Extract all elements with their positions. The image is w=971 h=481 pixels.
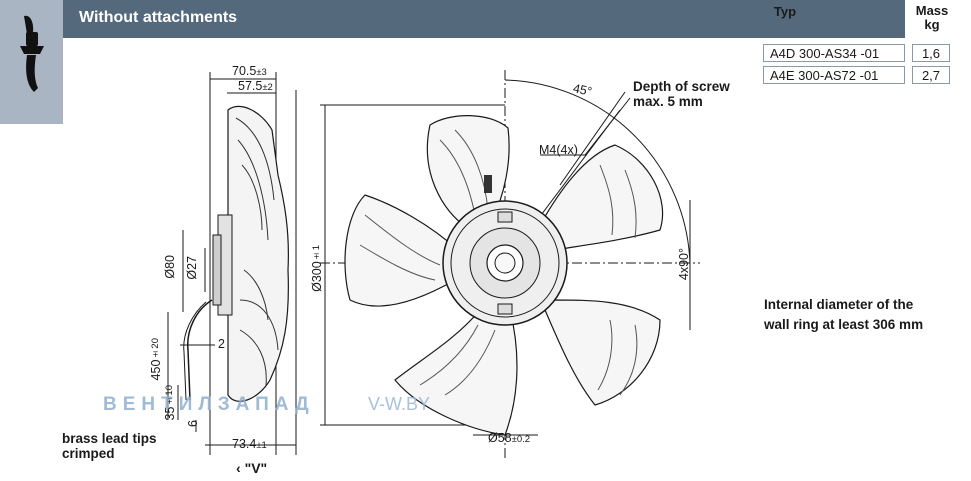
column-header-typ: Typ [773,4,797,19]
dim-70-5: 70.5±3 [232,64,267,78]
page-title: Without attachments [79,9,238,26]
table-cell-mass-1: 1,6 [912,44,950,62]
column-header-mass: Mass kg [908,4,956,32]
note-brass-lead-tips: brass lead tips crimped [62,431,157,461]
view-v-label: ‹ "V" [236,460,268,476]
watermark-left: ВЕНТИЛЗАПАД [103,394,315,415]
table-cell-mass-2: 2,7 [912,66,950,84]
dim-80: Ø80 [163,255,177,279]
note-wall-ring: Internal diameter of the wall ring at le… [764,297,924,332]
fan-front-view [320,70,700,460]
side-tab [0,0,63,124]
column-header-mass-line1: Mass [915,3,949,18]
note-screw-depth: Depth of screw max. 5 mm [633,79,730,109]
header-band [63,0,905,38]
table-cell-typ-1: A4D 300-AS34 -01 [763,44,905,62]
view-arrow-icon: ‹ [236,460,241,476]
column-header-mass-line2: kg [924,17,940,32]
fan-blade-icon [20,15,44,92]
dim-6: 6 [186,420,200,427]
watermark-right: V-W.BY [368,394,431,414]
angle-4x90: 4x90° [677,248,691,281]
dim-300: Ø300±1 [310,245,324,292]
dim-27: Ø27 [185,256,199,280]
dim-m4: M4(4x) [539,143,578,157]
dim-57-5: 57.5±2 [238,79,273,93]
dim-450: 450±20 [149,338,163,381]
dim-58: Ø58±0.2 [488,431,531,445]
fan-side-view [183,105,289,402]
dim-73-4: 73.4±1 [232,437,267,451]
table-cell-typ-2: A4E 300-AS72 -01 [763,66,905,84]
dim-2: 2 [218,337,225,351]
